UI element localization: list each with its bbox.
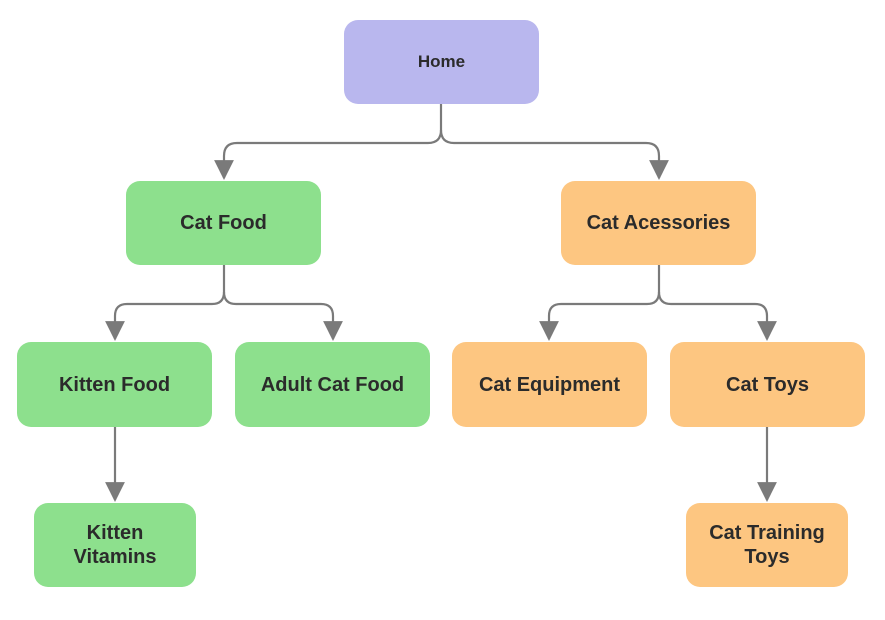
node-cat-equipment: Cat Equipment (452, 342, 647, 427)
node-cat-training-toys: Cat Training Toys (686, 503, 848, 587)
connector-cat-accessories-cat-toys (657, 291, 777, 341)
connector-home-cat-food (214, 104, 443, 180)
node-kitten-food: Kitten Food (17, 342, 212, 427)
node-home: Home (344, 20, 539, 104)
node-adult-cat-food: Adult Cat Food (235, 342, 430, 427)
node-cat-food: Cat Food (126, 181, 321, 265)
node-cat-toys: Cat Toys (670, 342, 865, 427)
node-cat-accessories: Cat Acessories (561, 181, 756, 265)
connector-home-cat-accessories (439, 129, 669, 180)
connector-cat-accessories-cat-equipment (539, 265, 661, 341)
connector-cat-food-adult-cat-food (222, 291, 343, 341)
connector-cat-food-kitten-food (105, 265, 226, 341)
node-kitten-vitamins: Kitten Vitamins (34, 503, 196, 587)
